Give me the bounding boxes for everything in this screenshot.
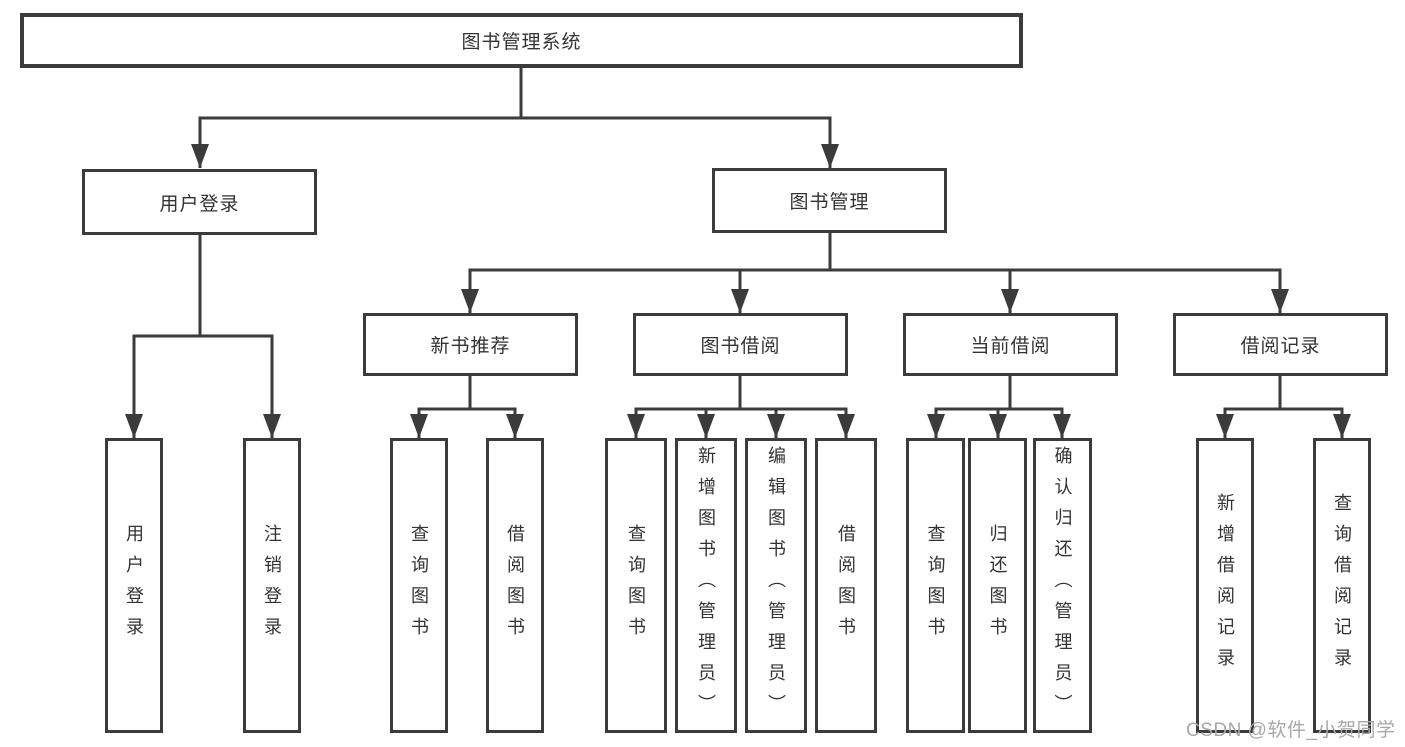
- arrowhead-icon: [506, 414, 524, 438]
- leaf-user-login-label: 用户登录: [124, 523, 144, 648]
- leaf-query-borrow-record-label: 查询借阅记录: [1332, 492, 1352, 679]
- connector-userlogin-split: [132, 235, 274, 438]
- connector-bookmgmt-split: [468, 233, 1282, 313]
- leaf-user-login: 用户登录: [105, 438, 163, 733]
- leaf-edit-book-label: 编辑图书（管理员）: [766, 446, 786, 725]
- arrowhead-icon: [697, 414, 715, 438]
- leaf-query-book-borrow-label: 查询图书: [626, 523, 646, 648]
- arrowhead-icon: [1216, 414, 1234, 438]
- leaf-query-book-borrow: 查询图书: [605, 438, 667, 733]
- leaf-logout-label: 注销登录: [262, 523, 282, 648]
- node-book-borrow: 图书借阅: [633, 313, 848, 376]
- node-current-borrow-label: 当前借阅: [970, 336, 1051, 357]
- arrowhead-icon: [410, 414, 428, 438]
- arrowhead-icon: [1001, 289, 1019, 313]
- node-borrow-records-label: 借阅记录: [1240, 336, 1321, 357]
- arrowhead-icon: [837, 414, 855, 438]
- leaf-query-borrow-record: 查询借阅记录: [1313, 438, 1371, 733]
- arrowhead-icon: [125, 414, 143, 438]
- arrowhead-icon: [1333, 414, 1351, 438]
- node-user-login-label: 用户登录: [159, 193, 240, 215]
- leaf-borrow-book-recommend-label: 借阅图书: [505, 523, 525, 648]
- leaf-query-book-recommend-label: 查询图书: [409, 523, 429, 648]
- arrowhead-icon: [191, 144, 209, 168]
- node-current-borrow: 当前借阅: [903, 313, 1118, 376]
- leaf-confirm-return: 确认归还（管理员）: [1033, 438, 1092, 733]
- node-borrow-records: 借阅记录: [1173, 313, 1388, 376]
- leaf-query-book-recommend: 查询图书: [390, 438, 448, 733]
- leaf-add-book-label: 新增图书（管理员）: [696, 446, 716, 725]
- arrowhead-icon: [461, 289, 479, 313]
- node-new-book-recommend: 新书推荐: [363, 313, 578, 376]
- arrowhead-icon: [1271, 289, 1289, 313]
- connector-borrowrecords-split: [1223, 376, 1344, 438]
- arrowhead-icon: [767, 414, 785, 438]
- arrowhead-icon: [821, 144, 839, 168]
- arrowhead-icon: [989, 414, 1007, 438]
- leaf-logout: 注销登录: [243, 438, 301, 733]
- arrowhead-icon: [927, 414, 945, 438]
- connector-root-split: [198, 68, 832, 168]
- leaf-borrow-book-label: 借阅图书: [836, 523, 856, 648]
- leaf-confirm-return-label: 确认归还（管理员）: [1052, 446, 1073, 725]
- node-book-management-label: 图书管理: [789, 192, 870, 213]
- leaf-edit-book: 编辑图书（管理员）: [745, 438, 807, 733]
- leaf-borrow-book: 借阅图书: [815, 438, 877, 733]
- arrowheads: [125, 144, 1351, 438]
- leaf-borrow-book-recommend: 借阅图书: [486, 438, 544, 733]
- node-book-borrow-label: 图书借阅: [700, 336, 781, 357]
- arrowhead-icon: [1053, 414, 1071, 438]
- node-new-book-recommend-label: 新书推荐: [430, 336, 511, 357]
- node-system-label: 图书管理系统: [461, 32, 582, 53]
- leaf-query-book-current: 查询图书: [906, 438, 965, 733]
- leaf-query-book-current-label: 查询图书: [925, 523, 946, 648]
- leaf-add-borrow-record: 新增借阅记录: [1196, 438, 1254, 733]
- leaf-add-borrow-record-label: 新增借阅记录: [1215, 492, 1235, 679]
- leaf-return-book-label: 归还图书: [987, 523, 1008, 648]
- node-user-login: 用户登录: [82, 169, 317, 235]
- csdn-watermark: CSDN @软件_小贺同学: [1186, 720, 1396, 741]
- connector-newbookrec-split: [417, 376, 517, 438]
- node-book-management: 图书管理: [712, 168, 947, 233]
- leaf-add-book: 新增图书（管理员）: [675, 438, 737, 733]
- arrowhead-icon: [263, 414, 281, 438]
- node-system: 图书管理系统: [20, 13, 1023, 68]
- connector-bookborrow-split: [634, 376, 848, 438]
- leaf-return-book: 归还图书: [968, 438, 1027, 733]
- arrowhead-icon: [627, 414, 645, 438]
- arrowhead-icon: [731, 289, 749, 313]
